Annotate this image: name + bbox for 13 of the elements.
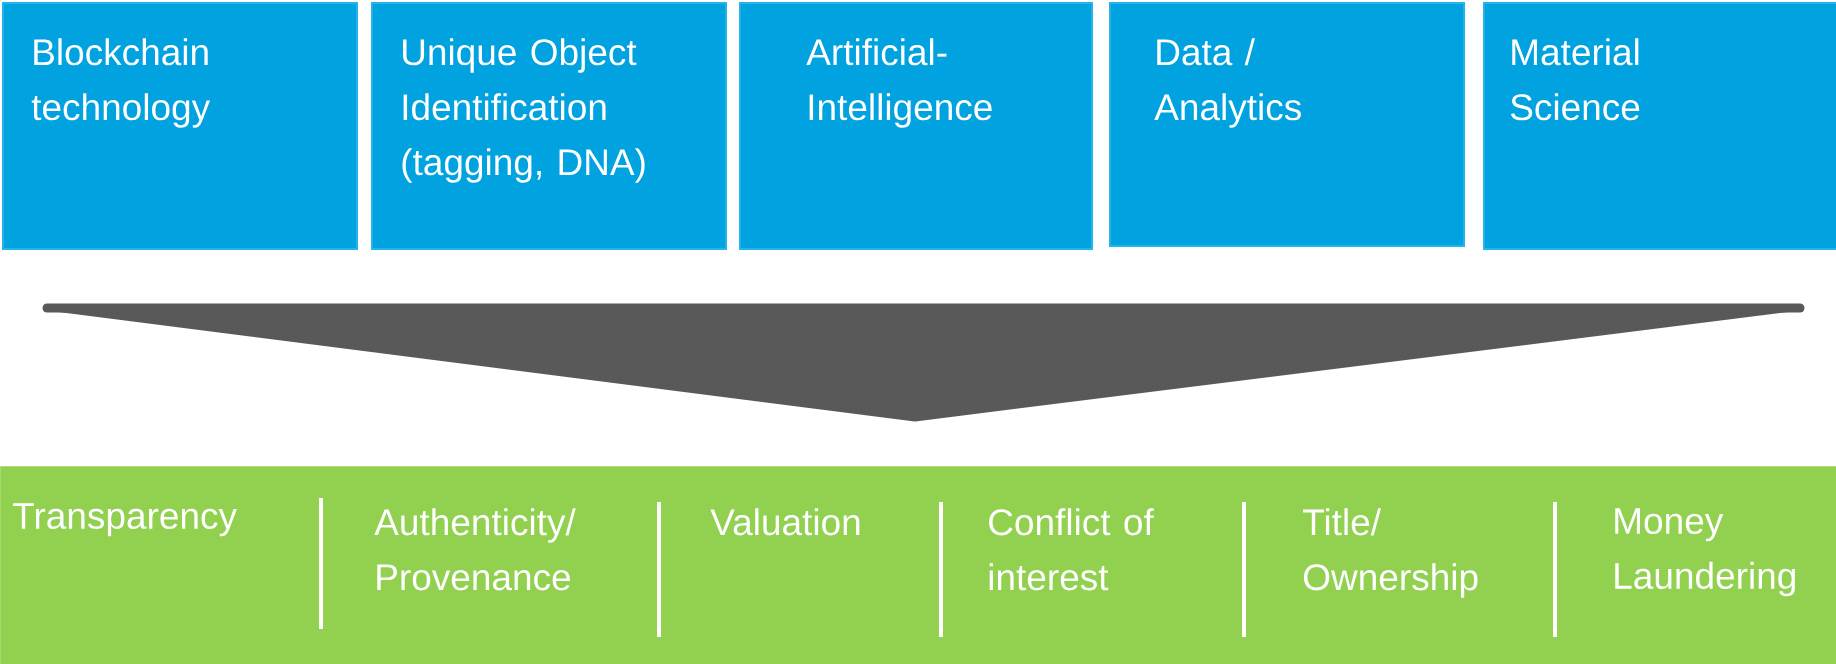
technology-box: Blockchain technology [2,2,358,250]
technology-box: Material Science [1483,2,1836,250]
funnel-shape [42,303,1805,422]
technology-box: Data / Analytics [1109,2,1465,247]
category-label: Authenticity/ Provenance [374,508,576,591]
category-label: Money Laundering [1615,508,1795,597]
category-label: Transparency [13,503,237,537]
category-label: Title/ Ownership [1303,508,1478,598]
technology-box: Artificial- Intelligence [739,2,1093,250]
category-band [0,466,1836,664]
category-label: Valuation [710,508,860,536]
technology-box: Unique Object Identification (tagging, DNA) [371,2,727,250]
category-label: Conflict of interest [989,508,1154,591]
